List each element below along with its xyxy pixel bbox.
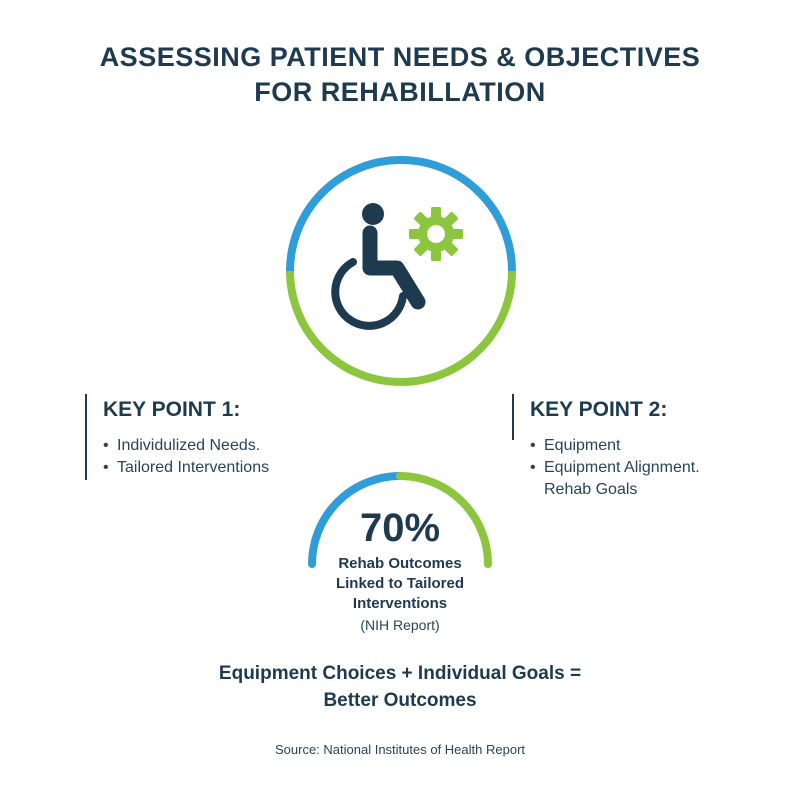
stat-arc-left (308, 472, 404, 568)
key-point-2-item-2-line-1: Equipment Alignment. (544, 459, 700, 476)
gear-icon (409, 207, 463, 261)
key-point-1-list: Individulized Needs. Tailored Interventi… (103, 435, 269, 479)
title-line-1: ASSESSING PATIENT NEEDS & OBJECTIVES (99, 42, 701, 72)
hero-ring (286, 156, 516, 386)
key-point-1-item-2: Tailored Interventions (103, 457, 269, 479)
page-title: ASSESSING PATIENT NEEDS & OBJECTIVES FOR… (0, 40, 800, 110)
outcome-equation: Equipment Choices + Individual Goals = B… (0, 660, 800, 714)
key-point-2: KEY POINT 2: Equipment Equipment Alignme… (512, 394, 752, 504)
key-point-1-heading: KEY POINT 1: (103, 398, 241, 421)
stat-arc (308, 472, 492, 568)
key-point-2-list: Equipment Equipment Alignment. Rehab Goa… (530, 435, 700, 501)
key-point-1-divider (85, 394, 87, 480)
key-point-2-item-1: Equipment (530, 435, 700, 457)
key-point-1: KEY POINT 1: Individulized Needs. Tailor… (85, 394, 325, 484)
key-point-2-item-2: Equipment Alignment. Rehab Goals (530, 457, 700, 501)
key-point-1-item-1: Individulized Needs. (103, 435, 269, 457)
stat-arc-right (396, 472, 492, 568)
outcome-equation-line-1: Equipment Choices + Individual Goals = (218, 663, 582, 684)
key-point-2-item-2-line-2: Rehab Goals (544, 481, 638, 498)
hero-ring-bottom-arc (286, 270, 516, 386)
stat-description-line-1: Rehab Outcomes (338, 555, 462, 572)
stat-description-line-2: Linked to Tailored (335, 575, 465, 592)
key-point-2-heading: KEY POINT 2: (530, 398, 668, 421)
outcome-equation-line-2: Better Outcomes (323, 690, 477, 711)
stat-block: 70% Rehab Outcomes Linked to Tailored In… (300, 470, 500, 640)
wheelchair-icon (331, 203, 426, 330)
title-line-2: FOR REHABILLATION (254, 77, 546, 107)
hero-ring-top-arc (286, 156, 516, 272)
stat-description: Rehab Outcomes Linked to Tailored Interv… (300, 554, 500, 614)
stat-value: 70% (359, 506, 441, 550)
footer-source: Source: National Institutes of Health Re… (274, 742, 526, 757)
key-point-2-divider (512, 394, 514, 440)
stat-description-line-3: Interventions (352, 595, 448, 612)
stat-source: (NIH Report) (360, 617, 440, 633)
